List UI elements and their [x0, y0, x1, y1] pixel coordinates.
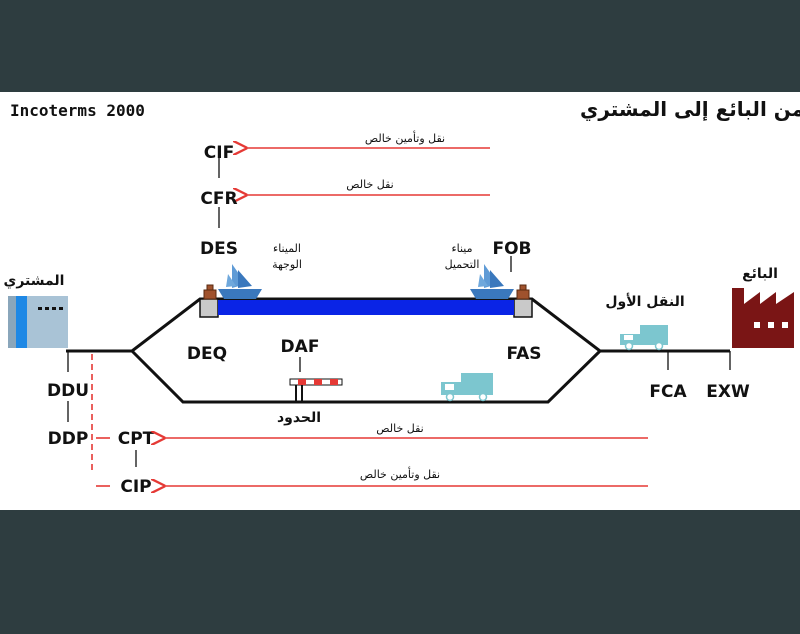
arrow-cif-caption: نقل وتأمين خالص — [365, 130, 445, 145]
term-exw: EXW — [706, 382, 750, 402]
diagram-panel: Incoterms 2000 تحويل المخاطر من البائع إ… — [0, 92, 800, 510]
crate-icon — [203, 284, 217, 300]
ship-icon — [470, 264, 514, 299]
arrow-cpt-caption: نقل خالص — [376, 422, 423, 435]
term-des: DES — [200, 239, 238, 259]
dest-port-caption-2: الوجهة — [272, 258, 302, 271]
term-ddp: DDP — [48, 429, 89, 449]
factory-icon — [732, 288, 794, 348]
dest-port-caption-1: الميناء — [273, 242, 301, 255]
load-port-caption-1: ميناء — [451, 242, 472, 255]
load-quay — [513, 298, 533, 318]
term-fas: FAS — [506, 344, 541, 364]
brand-title: Incoterms 2000 — [10, 101, 145, 120]
seller-caption: البائع — [742, 266, 778, 282]
load-port-caption-2: التحميل — [445, 258, 480, 271]
dest-quay — [199, 298, 219, 318]
route-lower-land — [130, 349, 602, 404]
building-icon — [8, 296, 68, 348]
incoterms-diagram: Incoterms 2000 تحويل المخاطر من البائع إ… — [4, 97, 800, 497]
term-deq: DEQ — [187, 344, 227, 364]
term-ddu: DDU — [47, 381, 89, 401]
page-title: تحويل المخاطر من البائع إلى المشتري — [580, 97, 800, 122]
term-cif: CIF — [204, 143, 234, 163]
route-upper-sea — [66, 297, 730, 353]
term-fca: FCA — [649, 382, 687, 402]
truck-icon — [441, 373, 493, 402]
term-cfr: CFR — [200, 189, 237, 209]
buyer-caption: المشتري — [4, 273, 65, 290]
term-fob: FOB — [492, 239, 531, 259]
truck-icon — [620, 325, 668, 351]
arrow-cfr-caption: نقل خالص — [346, 178, 393, 191]
ship-icon — [218, 264, 262, 299]
border-caption: الحدود — [277, 410, 321, 426]
term-daf: DAF — [281, 337, 320, 357]
term-cpt: CPT — [118, 429, 155, 449]
border-barrier-icon — [289, 378, 343, 402]
arrow-cip-caption: نقل وتأمين خالص — [360, 466, 440, 481]
term-cip: CIP — [120, 477, 151, 497]
sea-band — [218, 300, 514, 315]
crate-icon — [516, 284, 530, 300]
first-carrier-caption: النقل الأول — [605, 293, 684, 310]
